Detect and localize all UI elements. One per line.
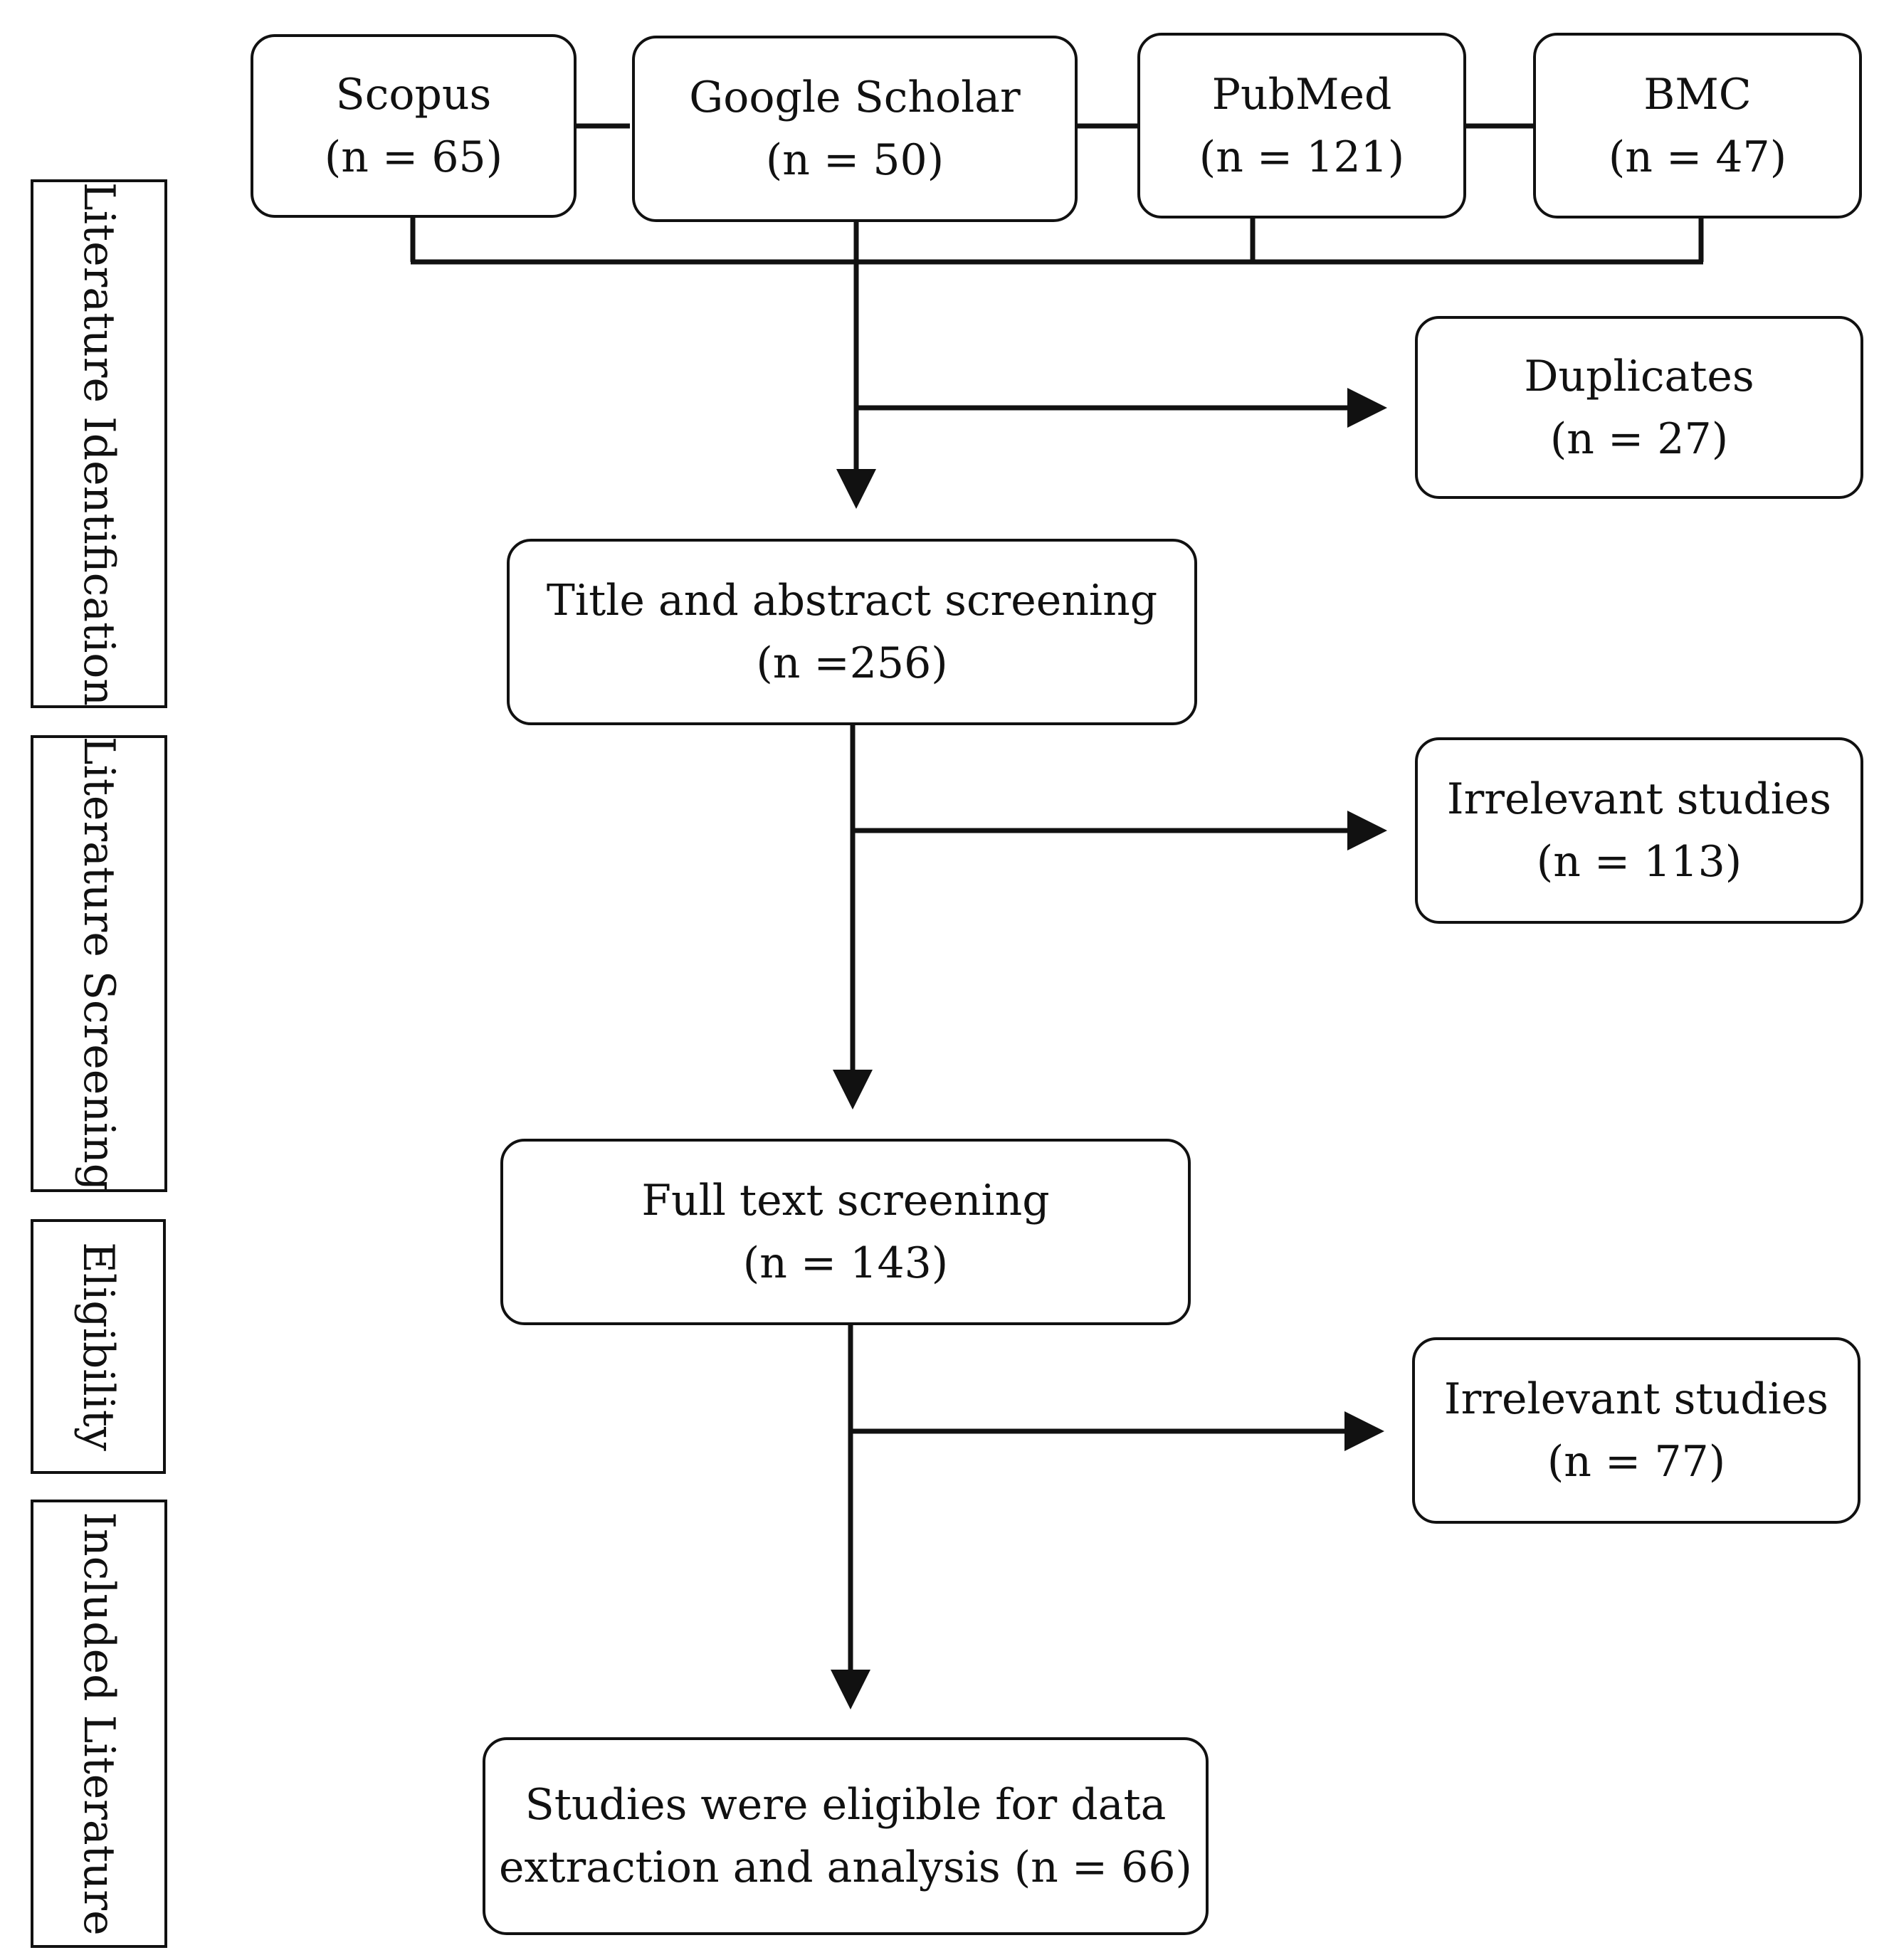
step-line-2: (n = 143) — [742, 1238, 949, 1288]
stage-label-text: Included Literature — [74, 1512, 124, 1936]
source-box-scopus: Scopus (n = 65) — [251, 34, 577, 218]
stage-label-screening: Literature Screening — [31, 735, 167, 1192]
exclusion-count: (n = 77) — [1547, 1437, 1726, 1487]
source-box-bmc: BMC (n = 47) — [1533, 33, 1862, 218]
exclusion-count: (n = 27) — [1549, 413, 1729, 464]
stage-label-eligibility: Eligibility — [31, 1219, 166, 1474]
source-box-pubmed: PubMed (n = 121) — [1137, 33, 1466, 218]
source-box-google-scholar: Google Scholar (n = 50) — [632, 36, 1078, 222]
source-count: (n = 121) — [1199, 132, 1405, 182]
stage-label-text: Eligibility — [73, 1242, 123, 1451]
source-count: (n = 47) — [1608, 132, 1787, 182]
step-line-1: Full text screening — [641, 1176, 1050, 1226]
stage-label-included: Included Literature — [31, 1500, 167, 1948]
stage-label-text: Literature Identification — [74, 181, 124, 706]
step-line-1: Title and abstract screening — [546, 576, 1158, 626]
source-name: PubMed — [1211, 69, 1392, 120]
stage-label-text: Literature Screening — [74, 736, 124, 1191]
step-line-1: Studies were eligible for data — [525, 1780, 1167, 1830]
step-box-full-text-screening: Full text screening (n = 143) — [500, 1139, 1191, 1325]
exclusion-name: Irrelevant studies — [1443, 1374, 1829, 1424]
exclusion-box-duplicates: Duplicates (n = 27) — [1415, 316, 1863, 499]
source-name: Scopus — [335, 70, 492, 120]
exclusion-name: Irrelevant studies — [1446, 774, 1832, 824]
step-box-title-abstract-screening: Title and abstract screening (n =256) — [507, 539, 1197, 725]
source-count: (n = 65) — [324, 132, 503, 182]
step-box-eligible-studies: Studies were eligible for data extractio… — [483, 1737, 1209, 1935]
exclusion-name: Duplicates — [1524, 351, 1754, 401]
source-count: (n = 50) — [765, 135, 944, 185]
source-name: BMC — [1643, 69, 1752, 120]
source-name: Google Scholar — [689, 73, 1021, 122]
exclusion-box-irrelevant-113: Irrelevant studies (n = 113) — [1415, 737, 1863, 924]
exclusion-count: (n = 113) — [1536, 837, 1742, 887]
stage-label-identification: Literature Identification — [31, 179, 167, 708]
step-line-2: (n =256) — [756, 638, 948, 688]
exclusion-box-irrelevant-77: Irrelevant studies (n = 77) — [1412, 1337, 1860, 1524]
step-line-2: extraction and analysis (n = 66) — [499, 1843, 1192, 1892]
